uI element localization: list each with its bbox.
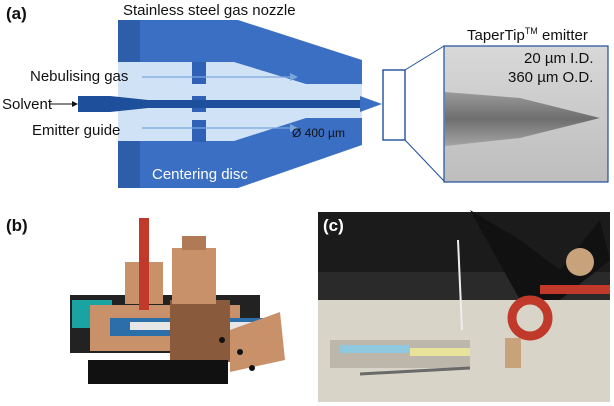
panel-a-label: (a) (6, 4, 27, 23)
centering-disc-bottom (192, 120, 206, 142)
nozzle-title: Stainless steel gas nozzle (123, 2, 296, 19)
nozzle-cutaway-drawing (70, 218, 285, 384)
emitter-title: TaperTipTM emitter (467, 26, 588, 44)
emitter-title-suffix: emitter (537, 27, 588, 44)
emitter-tip (360, 96, 382, 112)
zoom-line-top (404, 45, 445, 71)
emitter-taper (445, 92, 600, 146)
outer-diameter-spec: 360 µm O.D. (508, 69, 594, 86)
emitter-guide (78, 96, 360, 112)
experimental-setup-photo (318, 210, 610, 402)
solvent-arrow-head (72, 101, 78, 107)
solvent-label: Solvent (2, 96, 53, 113)
panel-b-label: (b) (6, 216, 28, 235)
gas-arrow-top-head (290, 73, 298, 81)
emitter-guide-label: Emitter guide (32, 122, 121, 139)
zoom-box (382, 69, 406, 141)
emitter-tm: TM (524, 26, 538, 36)
emitter-title-text: TaperTip (467, 27, 525, 44)
inner-diameter-spec: 20 µm I.D. (524, 50, 594, 67)
diameter-label: Ø 400 µm (292, 126, 345, 140)
nebulising-gas-label: Nebulising gas (30, 68, 129, 85)
zoom-line-bottom (404, 139, 445, 182)
gas-arrow-bottom-head (290, 124, 298, 132)
centering-disc-top (192, 62, 206, 84)
centering-disc-label: Centering disc (152, 166, 248, 183)
panel-c-label: (c) (323, 216, 344, 235)
